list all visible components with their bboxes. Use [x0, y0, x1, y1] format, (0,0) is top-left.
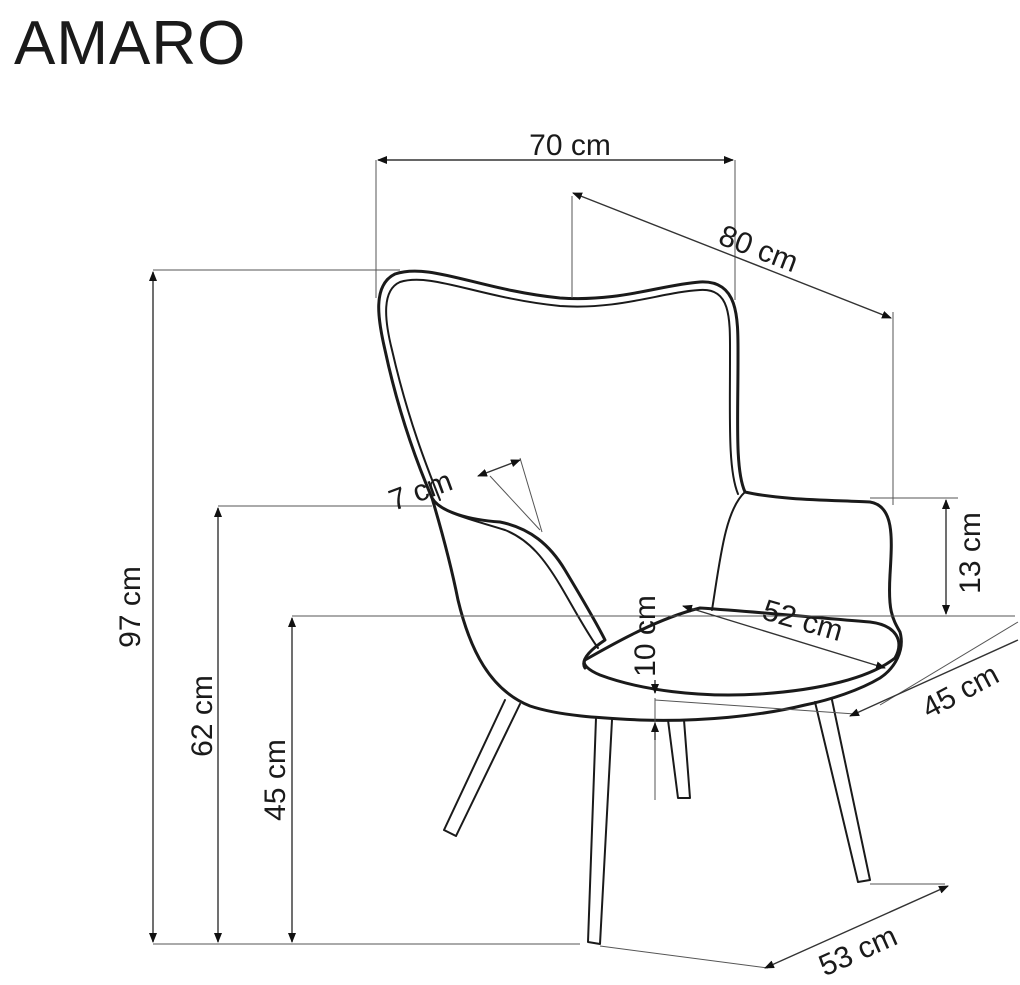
dim-line-depth — [572, 192, 892, 319]
dim-line-armrest-width — [477, 459, 521, 477]
dimension-lines — [149, 156, 1019, 969]
label-seat-depth: 45 cm — [917, 658, 1005, 725]
extension-lines — [153, 160, 1019, 969]
label-seat-thickness: 10 cm — [629, 595, 662, 677]
label-armrest-height: 62 cm — [186, 675, 219, 757]
right-armrest — [711, 491, 746, 611]
label-height: 97 cm — [114, 566, 147, 648]
label-seat-height: 45 cm — [259, 739, 292, 821]
product-title: AMARO — [14, 9, 247, 78]
label-armrest-above-seat: 13 cm — [954, 512, 987, 594]
chair-backrest — [377, 269, 903, 722]
dimension-labels: 70 cm 80 cm 97 cm 62 cm 45 cm 7 cm 13 cm… — [114, 129, 1004, 983]
leg-back — [667, 719, 691, 799]
chair-drawing — [377, 269, 903, 945]
leg-front-center — [587, 717, 613, 945]
backrest-inner-edge — [385, 278, 739, 501]
label-seat-width: 52 cm — [759, 594, 847, 648]
left-armrest — [430, 496, 607, 670]
label-depth: 80 cm — [714, 219, 802, 279]
leg-front-left — [443, 699, 521, 837]
label-legs-spread: 53 cm — [814, 920, 902, 983]
leg-front-right — [814, 699, 871, 883]
dim-line-seat-depth — [849, 639, 1019, 717]
label-width: 70 cm — [529, 129, 611, 162]
dim-line-legs-spread — [764, 885, 949, 969]
dim-line-seat-width — [682, 604, 886, 670]
